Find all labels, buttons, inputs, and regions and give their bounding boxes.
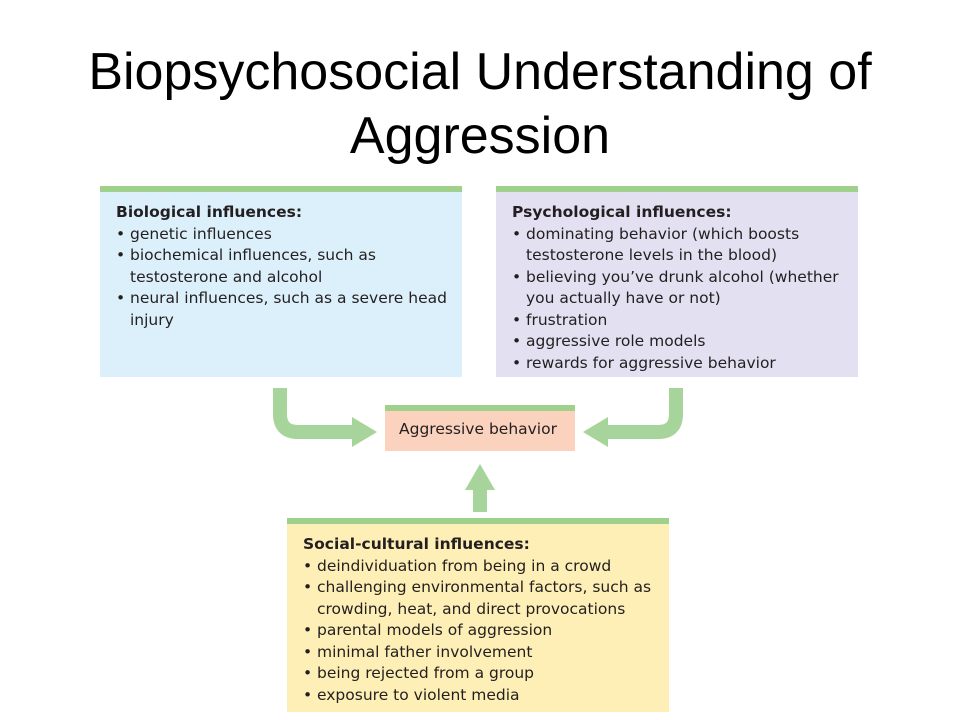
- list-item: believing you’ve drunk alcohol (whether …: [512, 267, 844, 310]
- arrowhead-biological: [352, 417, 377, 447]
- psychological-influences-box: Psychological influences: dominating beh…: [496, 186, 858, 377]
- list-item: rewards for aggressive behavior: [512, 353, 844, 375]
- arrowhead-social: [465, 464, 495, 490]
- arrow-psychological: [608, 388, 683, 439]
- biological-heading: Biological influences:: [116, 203, 303, 221]
- list-item: genetic influences: [116, 224, 448, 246]
- list-item: being rejected from a group: [303, 663, 655, 685]
- list-item: aggressive role models: [512, 331, 844, 353]
- page-title: Biopsychosocial Understanding of Aggress…: [88, 43, 872, 165]
- list-item: deindividuation from being in a crowd: [303, 556, 655, 578]
- list-item: frustration: [512, 310, 844, 332]
- social-cultural-influences-box: Social-cultural influences: deindividuat…: [287, 518, 669, 712]
- aggressive-behavior-box: Aggressive behavior: [385, 405, 575, 451]
- list-item: challenging environmental factors, such …: [303, 577, 655, 620]
- arrow-biological: [273, 388, 352, 439]
- list-item: neural influences, such as a severe head…: [116, 288, 448, 331]
- list-item: dominating behavior (which boosts testos…: [512, 224, 844, 267]
- psychological-heading: Psychological influences:: [512, 203, 732, 221]
- list-item: minimal father involvement: [303, 642, 655, 664]
- social-heading: Social-cultural influences:: [303, 535, 530, 553]
- biological-list: genetic influences biochemical influence…: [116, 224, 448, 332]
- social-list: deindividuation from being in a crowd ch…: [303, 556, 655, 707]
- aggressive-behavior-label: Aggressive behavior: [399, 420, 557, 438]
- psychological-list: dominating behavior (which boosts testos…: [512, 224, 844, 375]
- list-item: parental models of aggression: [303, 620, 655, 642]
- list-item: exposure to violent media: [303, 685, 655, 707]
- list-item: biochemical influences, such as testoste…: [116, 245, 448, 288]
- arrowhead-psychological: [583, 417, 608, 447]
- biological-influences-box: Biological influences: genetic influence…: [100, 186, 462, 377]
